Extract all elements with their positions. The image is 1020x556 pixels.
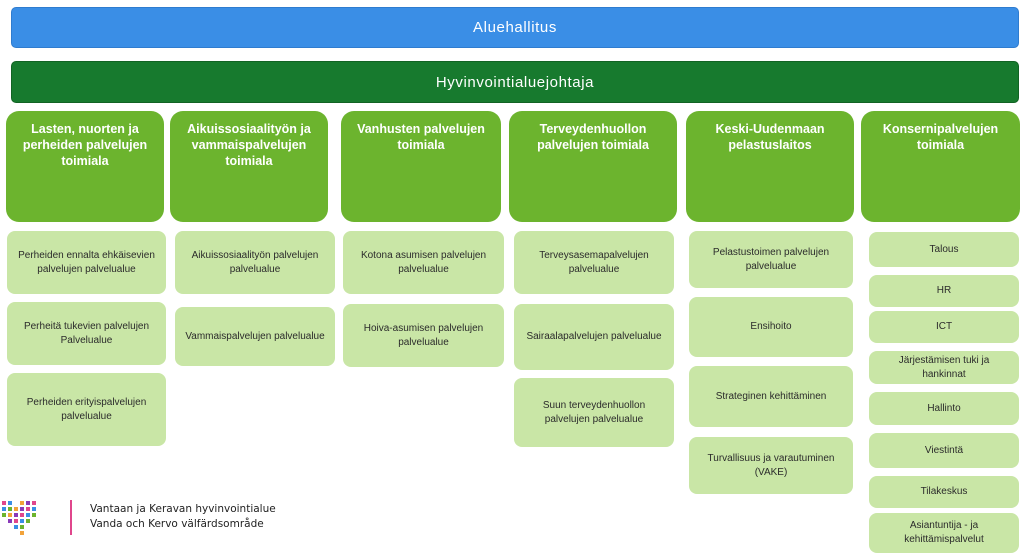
logo-dot bbox=[32, 513, 36, 517]
unit-label: Vammaispalvelujen palvelualue bbox=[185, 330, 325, 342]
unit-label: HR bbox=[936, 285, 952, 296]
unit-box: Järjestämisen tuki ja hankinnat bbox=[869, 351, 1019, 384]
toimiala-lasten-header: Lasten, nuorten ja perheiden palvelujen … bbox=[6, 111, 164, 222]
unit-box: Kotona asumisen palvelujen palvelualue bbox=[343, 231, 504, 294]
logo-dot bbox=[26, 519, 30, 523]
unit-box: Pelastustoimen palvelujen palvelualue bbox=[689, 231, 853, 288]
organization-name-fi: Vantaan ja Keravan hyvinvointialue bbox=[90, 503, 276, 515]
unit-label: Viestintä bbox=[924, 444, 964, 456]
logo-dot bbox=[8, 507, 12, 511]
toimiala-terveydenhuollon-title: Terveydenhuollon palvelujen toimiala bbox=[537, 122, 649, 152]
logo-dot bbox=[8, 501, 12, 505]
unit-label: Talous bbox=[929, 243, 959, 255]
unit-box: HR bbox=[869, 275, 1019, 307]
toimiala-terveydenhuollon-header: Terveydenhuollon palvelujen toimiala bbox=[509, 111, 677, 222]
unit-label: Perheiden ennalta ehkäisevien palvelujen… bbox=[18, 249, 155, 275]
unit-label: Suun terveydenhuollon palvelujen palvelu… bbox=[542, 399, 646, 425]
unit-label: Sairaalapalvelujen palvelualue bbox=[526, 331, 662, 342]
unit-box: Turvallisuus ja varautuminen (VAKE) bbox=[689, 437, 853, 494]
logo-dot bbox=[8, 513, 12, 517]
logo-dot bbox=[26, 507, 30, 511]
organization-logo-icon bbox=[2, 501, 36, 535]
unit-box: Viestintä bbox=[869, 433, 1019, 468]
unit-label: Perheitä tukevien palvelujen Palvelualue bbox=[23, 320, 150, 346]
toimiala-vanhusten-header: Vanhusten palvelujen toimiala bbox=[341, 111, 501, 222]
logo-dot bbox=[14, 525, 18, 529]
unit-label: Strateginen kehittäminen bbox=[715, 390, 827, 402]
toimiala-aikuissosiaalityo-title: Aikuissosiaalityön ja vammaispalvelujen … bbox=[187, 122, 311, 168]
logo-dot bbox=[14, 519, 18, 523]
logo-dot bbox=[2, 501, 6, 505]
logo-dot bbox=[14, 513, 18, 517]
unit-box: Talous bbox=[869, 232, 1019, 267]
unit-label: Pelastustoimen palvelujen palvelualue bbox=[712, 246, 830, 272]
unit-box: Perheitä tukevien palvelujen Palvelualue bbox=[7, 302, 166, 365]
unit-box: Hallinto bbox=[869, 392, 1019, 425]
hyvinvointialuejohtaja-label: Hyvinvointialuejohtaja bbox=[435, 73, 595, 91]
organization-name: Vantaan ja Keravan hyvinvointialue Vanda… bbox=[90, 502, 276, 532]
aluehallitus-bar: Aluehallitus bbox=[11, 7, 1019, 48]
unit-box: Aikuissosiaalityön palvelujen palvelualu… bbox=[175, 231, 335, 294]
logo-dot bbox=[20, 531, 24, 535]
organization-name-sv: Vanda och Kervo välfärdsområde bbox=[90, 518, 264, 530]
unit-label: Turvallisuus ja varautuminen (VAKE) bbox=[707, 452, 835, 478]
unit-label: Tilakeskus bbox=[920, 486, 968, 497]
unit-label: Hallinto bbox=[927, 402, 961, 414]
logo-dot bbox=[20, 519, 24, 523]
logo-dot bbox=[20, 525, 24, 529]
unit-box: Asiantuntija - ja kehittämispalvelut bbox=[869, 513, 1019, 553]
logo-dot bbox=[20, 513, 24, 517]
logo-dot bbox=[26, 513, 30, 517]
unit-box: Terveysasemapalvelujen palvelualue bbox=[514, 231, 674, 294]
unit-label: Asiantuntija - ja kehittämispalvelut bbox=[904, 520, 984, 545]
unit-box: Ensihoito bbox=[689, 297, 853, 357]
hyvinvointialuejohtaja-bar: Hyvinvointialuejohtaja bbox=[11, 61, 1019, 103]
unit-label: ICT bbox=[935, 321, 953, 332]
toimiala-pelastuslaitos-header: Keski-Uudenmaan pelastuslaitos bbox=[686, 111, 854, 222]
unit-label: Kotona asumisen palvelujen palvelualue bbox=[360, 249, 487, 275]
unit-box: Perheiden ennalta ehkäisevien palvelujen… bbox=[7, 231, 166, 294]
aluehallitus-label: Aluehallitus bbox=[473, 19, 557, 36]
toimiala-konsernipalvelujen-title: Konsernipalvelujen toimiala bbox=[882, 122, 999, 152]
logo-dot bbox=[26, 501, 30, 505]
unit-label: Järjestämisen tuki ja hankinnat bbox=[898, 354, 990, 380]
unit-box: Suun terveydenhuollon palvelujen palvelu… bbox=[514, 378, 674, 447]
logo-dot bbox=[20, 507, 24, 511]
unit-box: Sairaalapalvelujen palvelualue bbox=[514, 304, 674, 370]
unit-box: ICT bbox=[869, 311, 1019, 343]
toimiala-vanhusten-title: Vanhusten palvelujen toimiala bbox=[357, 122, 485, 152]
logo-dot bbox=[14, 507, 18, 511]
toimiala-konsernipalvelujen-header: Konsernipalvelujen toimiala bbox=[861, 111, 1020, 222]
logo-divider bbox=[70, 500, 72, 535]
logo-dot bbox=[32, 507, 36, 511]
unit-label: Terveysasemapalvelujen palvelualue bbox=[539, 249, 649, 275]
toimiala-lasten-title: Lasten, nuorten ja perheiden palvelujen … bbox=[22, 122, 148, 168]
unit-box: Vammaispalvelujen palvelualue bbox=[175, 307, 335, 366]
logo-dot bbox=[32, 501, 36, 505]
logo-dot bbox=[8, 519, 12, 523]
unit-label: Ensihoito bbox=[750, 321, 792, 332]
unit-label: Hoiva-asumisen palvelujen palvelualue bbox=[363, 322, 484, 348]
toimiala-pelastuslaitos-title: Keski-Uudenmaan pelastuslaitos bbox=[715, 122, 825, 152]
logo-dot bbox=[20, 501, 24, 505]
unit-box: Strateginen kehittäminen bbox=[689, 366, 853, 427]
unit-label: Aikuissosiaalityön palvelujen palvelualu… bbox=[191, 249, 319, 275]
toimiala-aikuissosiaalityo-header: Aikuissosiaalityön ja vammaispalvelujen … bbox=[170, 111, 328, 222]
logo-dot bbox=[2, 507, 6, 511]
unit-box: Hoiva-asumisen palvelujen palvelualue bbox=[343, 304, 504, 367]
unit-box: Tilakeskus bbox=[869, 476, 1019, 508]
unit-box: Perheiden erityispalvelujen palvelualue bbox=[7, 373, 166, 446]
unit-label: Perheiden erityispalvelujen palvelualue bbox=[26, 396, 147, 422]
logo-dot bbox=[2, 513, 6, 517]
